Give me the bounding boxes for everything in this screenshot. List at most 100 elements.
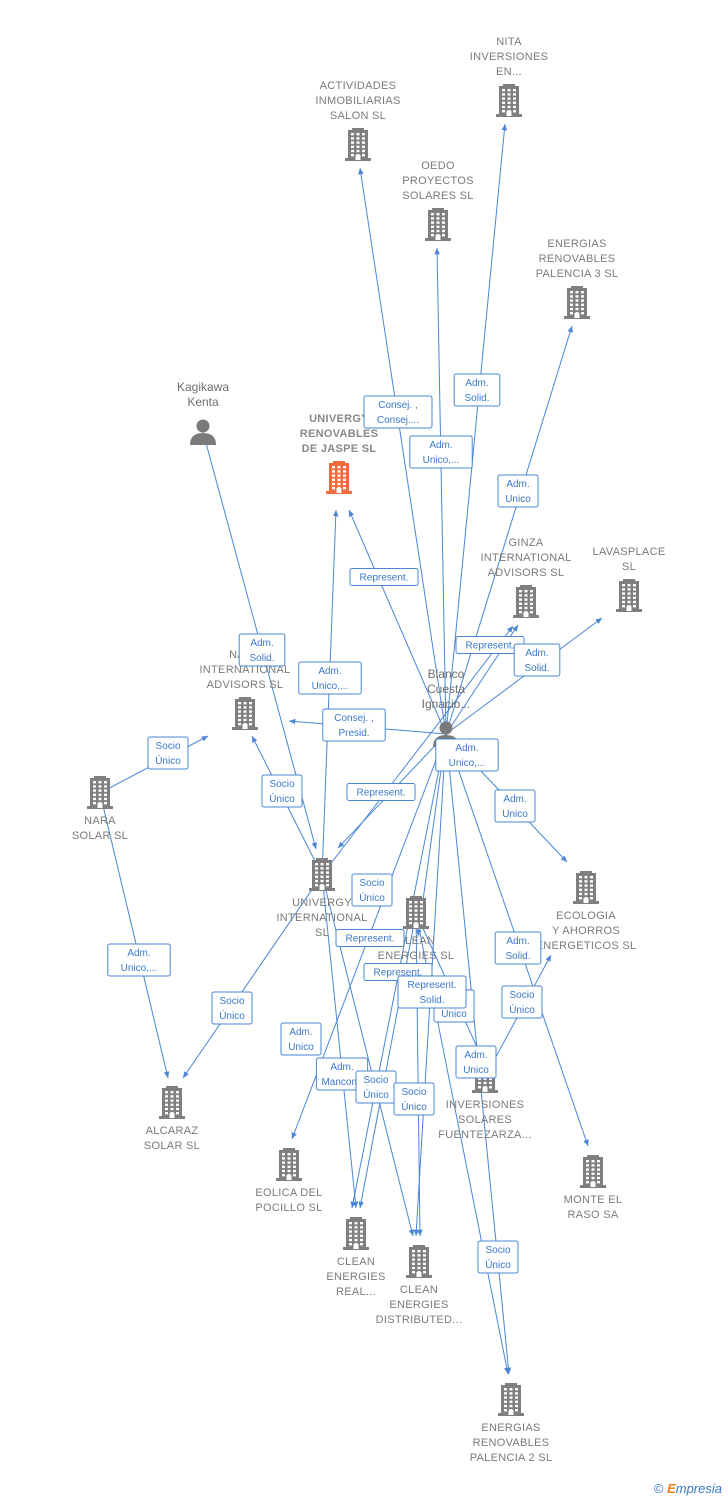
- edge-label-blanco-univergy_intl[interactable]: Represent.: [346, 783, 416, 801]
- edge-label-blanco-clean_sl[interactable]: Adm.Unico,...: [435, 738, 499, 772]
- company-node-clean_real[interactable]: CLEANENERGIESREAL...: [326, 1217, 385, 1298]
- edge-label-text: Represent.: [357, 788, 406, 799]
- edge-label-text: Socio: [155, 741, 180, 752]
- edge-label-blanco-monte[interactable]: Adm.Solid.: [494, 931, 542, 965]
- building-icon: [496, 84, 522, 117]
- edge-label-kagikawa-univergy_intl[interactable]: Adm.Solid.: [238, 633, 286, 667]
- node-label-line: Kagikawa: [177, 380, 229, 394]
- edge-label-box: [346, 783, 416, 801]
- building-icon: [345, 128, 371, 161]
- edge-label-text: Mancom.: [321, 1077, 362, 1088]
- node-label-line: UNIVERGY: [309, 413, 369, 425]
- edge-label-univergy_intl-jaspe[interactable]: Adm.Unico,...: [298, 661, 362, 695]
- edge-label-text: Adm.: [250, 638, 273, 649]
- edge-label-text: Adm.: [330, 1062, 353, 1073]
- edge-label-text: Adm.: [127, 948, 150, 959]
- edge-clean_sl-clean_real: [358, 912, 417, 1209]
- node-label-line: ALCARAZ: [146, 1125, 199, 1137]
- edge-label-text: Unico: [441, 1009, 467, 1020]
- edge-label-blanco-ecologia[interactable]: Adm.Unico: [494, 789, 536, 823]
- building-icon: [616, 579, 642, 612]
- node-label-line: PALENCIA 3 SL: [536, 268, 619, 280]
- edge-blanco-jaspe: [348, 509, 447, 735]
- node-label-line: Y AHORROS: [552, 925, 620, 937]
- edge-label-box: [497, 474, 539, 508]
- node-label-line: RENOVABLES: [473, 1437, 550, 1449]
- edge-label-text: Adm.: [465, 378, 488, 389]
- node-label-line: LAVASPLACE: [593, 546, 666, 558]
- building-icon: [406, 1245, 432, 1278]
- node-label-line: PROYECTOS: [402, 175, 474, 187]
- edge-label-text: Presid.: [338, 728, 369, 739]
- edge-label-box: [363, 395, 433, 429]
- building-icon: [425, 208, 451, 241]
- node-label-line: ENERGIES: [326, 1271, 385, 1283]
- company-node-nita[interactable]: NITAINVERSIONESEN...: [470, 36, 549, 117]
- edge-label-blanco-lavasplace[interactable]: Adm.Solid.: [513, 643, 561, 677]
- node-label-line: DISTRIBUTED...: [376, 1314, 463, 1326]
- edge-label-text: Represent.: [360, 573, 409, 584]
- edge-label-clean_sl-fuentezarza[interactable]: Represent.Solid.: [397, 975, 467, 1009]
- edge-label-text: Adm.: [455, 743, 478, 754]
- edge-label-text: Único: [401, 1100, 427, 1113]
- edge-label-blanco-nita[interactable]: Adm.Solid.: [453, 373, 501, 407]
- company-node-nara_intl[interactable]: NARAINTERNATIONALADVISORS SL: [199, 649, 290, 730]
- node-label-line: ENERGIAS: [547, 238, 606, 250]
- edge-label-box: [513, 643, 561, 677]
- edge-label-blanco-eolica[interactable]: Adm.Unico: [280, 1022, 322, 1056]
- node-label-line: POCILLO SL: [255, 1202, 322, 1214]
- node-label-line: INTERNATIONAL: [199, 664, 290, 676]
- edge-blanco-nita: [445, 123, 508, 735]
- edge-label-box: [494, 931, 542, 965]
- node-label-line: ENERGIES: [389, 1299, 448, 1311]
- edge-label-text: Socio: [509, 990, 534, 1001]
- company-node-clean_dist[interactable]: CLEANENERGIESDISTRIBUTED...: [376, 1245, 463, 1326]
- building-icon: [159, 1086, 185, 1119]
- edge-label-blanco-ep3[interactable]: Adm.Unico: [497, 474, 539, 508]
- edge-label-text: Unico: [505, 494, 531, 505]
- edge-label-text: Adm.: [525, 648, 548, 659]
- node-label-line: GINZA: [508, 537, 543, 549]
- edge-label-univergy_intl-clean_real[interactable]: Represent.: [335, 929, 405, 947]
- brand-logo[interactable]: Empresia: [667, 1481, 722, 1496]
- company-node-fuentezarza[interactable]: INVERSIONESSOLARESFUENTEZARZA...: [438, 1060, 531, 1141]
- building-icon: [343, 1217, 369, 1250]
- edge-label-blanco-oedo[interactable]: Adm.Unico,...: [409, 435, 473, 469]
- node-label-line: INTERNATIONAL: [480, 552, 571, 564]
- edge-label-blanco-clean_dist[interactable]: Adm.Unico: [455, 1045, 497, 1079]
- edge-label-text: Adm.: [464, 1050, 487, 1061]
- edge-label-blanco-salon[interactable]: Consej. ,Consej....: [363, 395, 433, 429]
- edge-label-text: Socio: [359, 878, 384, 889]
- node-label-line: UNIVERGY: [292, 897, 352, 909]
- edge-label-text: Unico,...: [121, 963, 158, 974]
- edge-label-blanco-jaspe[interactable]: Represent.: [349, 568, 419, 586]
- edge-label-blanco-nara_intl[interactable]: Consej. ,Presid.: [322, 708, 386, 742]
- node-label-line: MONTE EL: [564, 1194, 623, 1206]
- edge-label-box: [494, 789, 536, 823]
- edge-label-nara_solar-alcaraz[interactable]: Adm. Unico,...: [107, 943, 171, 977]
- building-icon: [309, 858, 335, 891]
